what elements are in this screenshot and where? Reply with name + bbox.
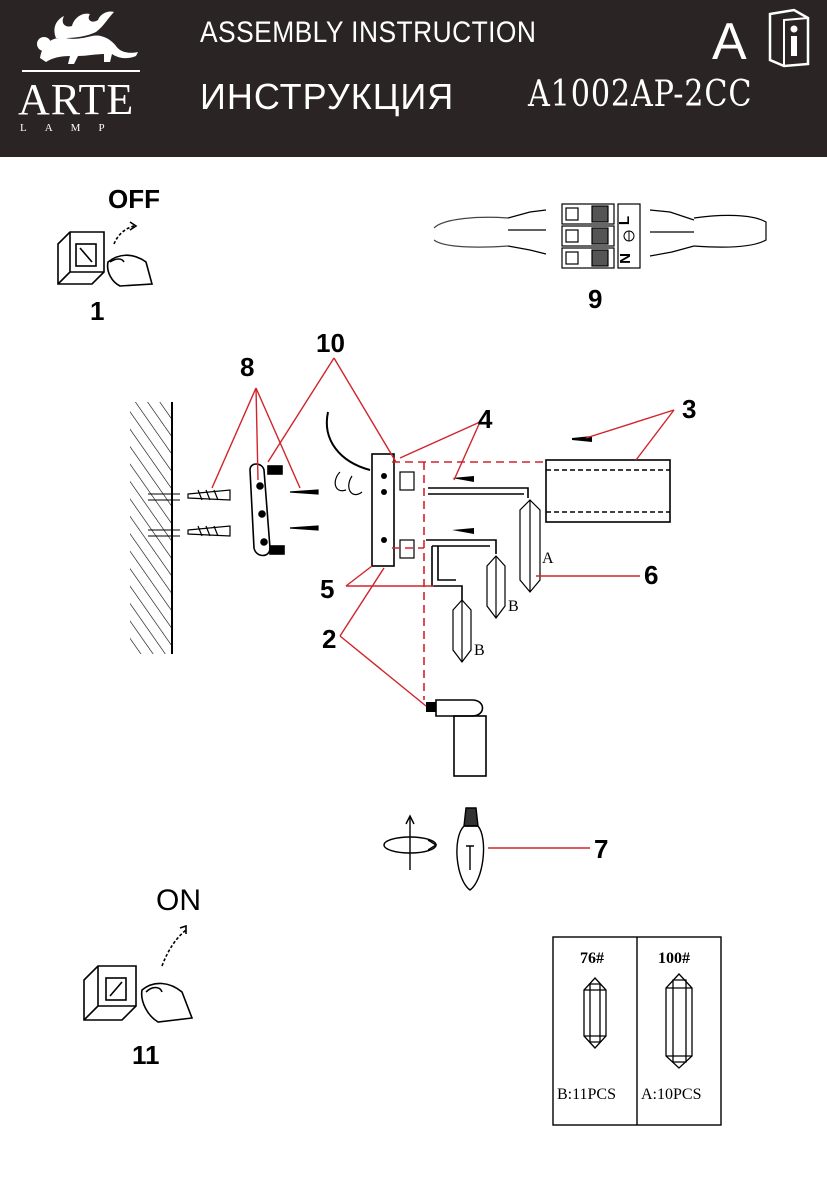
step-8-number: 8 [240,352,255,382]
mounting-bracket [249,463,285,557]
title-russian: ИНСТРУКЦИЯ [200,76,455,117]
step-1-number: 1 [90,296,105,326]
book-info-icon [768,8,810,68]
set-screws [381,473,474,543]
crystal-b-quantity: B:11PCS [557,1086,616,1103]
crystal-a-code: 100# [658,950,690,967]
step-11-number: 11 [132,1040,160,1070]
step-5-number: 5 [320,574,335,604]
backplate [371,453,395,567]
step-6-number: 6 [644,560,659,590]
fixing-screws [289,489,319,531]
rotate-arrow-icon [383,814,438,870]
step-2-number: 2 [322,624,337,654]
crystal-b-label-upper: B [508,598,519,615]
header-banner: ARTE LAMP ASSEMBLY INSTRUCTION ИНСТРУКЦИ… [0,0,827,157]
crystal-a-label: A [542,550,554,567]
wall-plugs [187,489,231,537]
crystal-b-label-lower: B [474,642,485,659]
backplate-nuts [399,471,415,559]
leader-lines [211,357,675,849]
size-letter: A [712,13,747,71]
crystal-table [552,936,722,1126]
lamp-arms [426,487,529,600]
step-10-number: 10 [316,328,345,358]
terminal-l-label: L [616,215,634,226]
terminal-block [433,203,767,269]
assembly-guides [392,461,546,700]
crystal-76-icon [583,977,607,1049]
crystal-100-icon [665,973,693,1069]
model-code: A1002AP-2CC [528,74,753,115]
crystal-b-code: 76# [580,950,604,967]
brand-name: ARTE [18,75,135,124]
wall-hatch [130,402,180,654]
terminal-n-label: N [616,253,634,264]
supply-wires [325,411,371,471]
switch-off-icon [57,221,154,287]
candle-bulb-icon [456,807,485,891]
step-3-number: 3 [682,394,697,424]
on-label: ON [156,884,201,917]
crystal-a [519,499,541,593]
lamp-shade [545,459,671,523]
off-label: OFF [108,184,160,214]
brand-subtitle: LAMP [20,122,123,134]
title-english: ASSEMBLY INSTRUCTION [200,16,537,49]
bulb-holder [435,699,487,777]
crystal-a-quantity: A:10PCS [641,1086,702,1103]
step-7-number: 7 [594,834,609,864]
step-4-number: 4 [478,404,493,434]
griffin-logo-icon [22,11,140,72]
crystal-b-upper [486,555,506,619]
crystal-b-lower [452,599,472,663]
step-9-number: 9 [588,284,603,314]
switch-on-icon [83,924,194,1023]
